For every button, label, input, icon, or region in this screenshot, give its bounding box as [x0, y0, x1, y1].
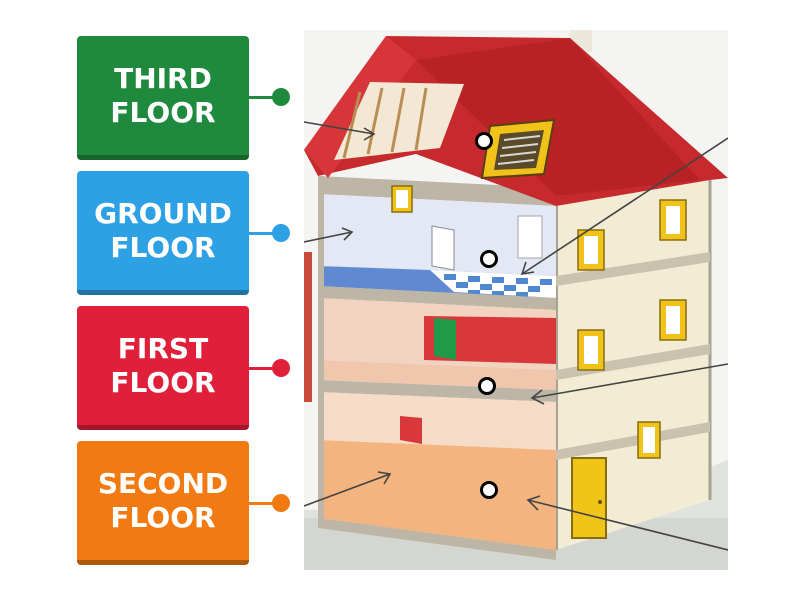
label-first-floor[interactable]: FIRST FLOOR	[77, 306, 249, 430]
connector-dot-third-floor	[272, 88, 290, 106]
label-third-floor[interactable]: THIRD FLOOR	[77, 36, 249, 160]
connector-first-floor	[249, 367, 279, 370]
connector-dot-first-floor	[272, 359, 290, 377]
label-ground-floor[interactable]: GROUND FLOOR	[77, 171, 249, 295]
drop-target-bottom-level[interactable]	[480, 481, 498, 499]
connector-dot-second-floor	[272, 494, 290, 512]
drop-target-middle-level[interactable]	[478, 377, 496, 395]
drop-target-ground-level[interactable]	[480, 250, 498, 268]
label-second-floor[interactable]: SECOND FLOOR	[77, 441, 249, 565]
connector-third-floor	[249, 96, 279, 99]
connector-dot-ground-floor	[272, 224, 290, 242]
connector-ground-floor	[249, 232, 279, 235]
connector-second-floor	[249, 502, 279, 505]
house-cutaway-illustration	[304, 30, 728, 570]
drop-target-attic[interactable]	[475, 132, 493, 150]
